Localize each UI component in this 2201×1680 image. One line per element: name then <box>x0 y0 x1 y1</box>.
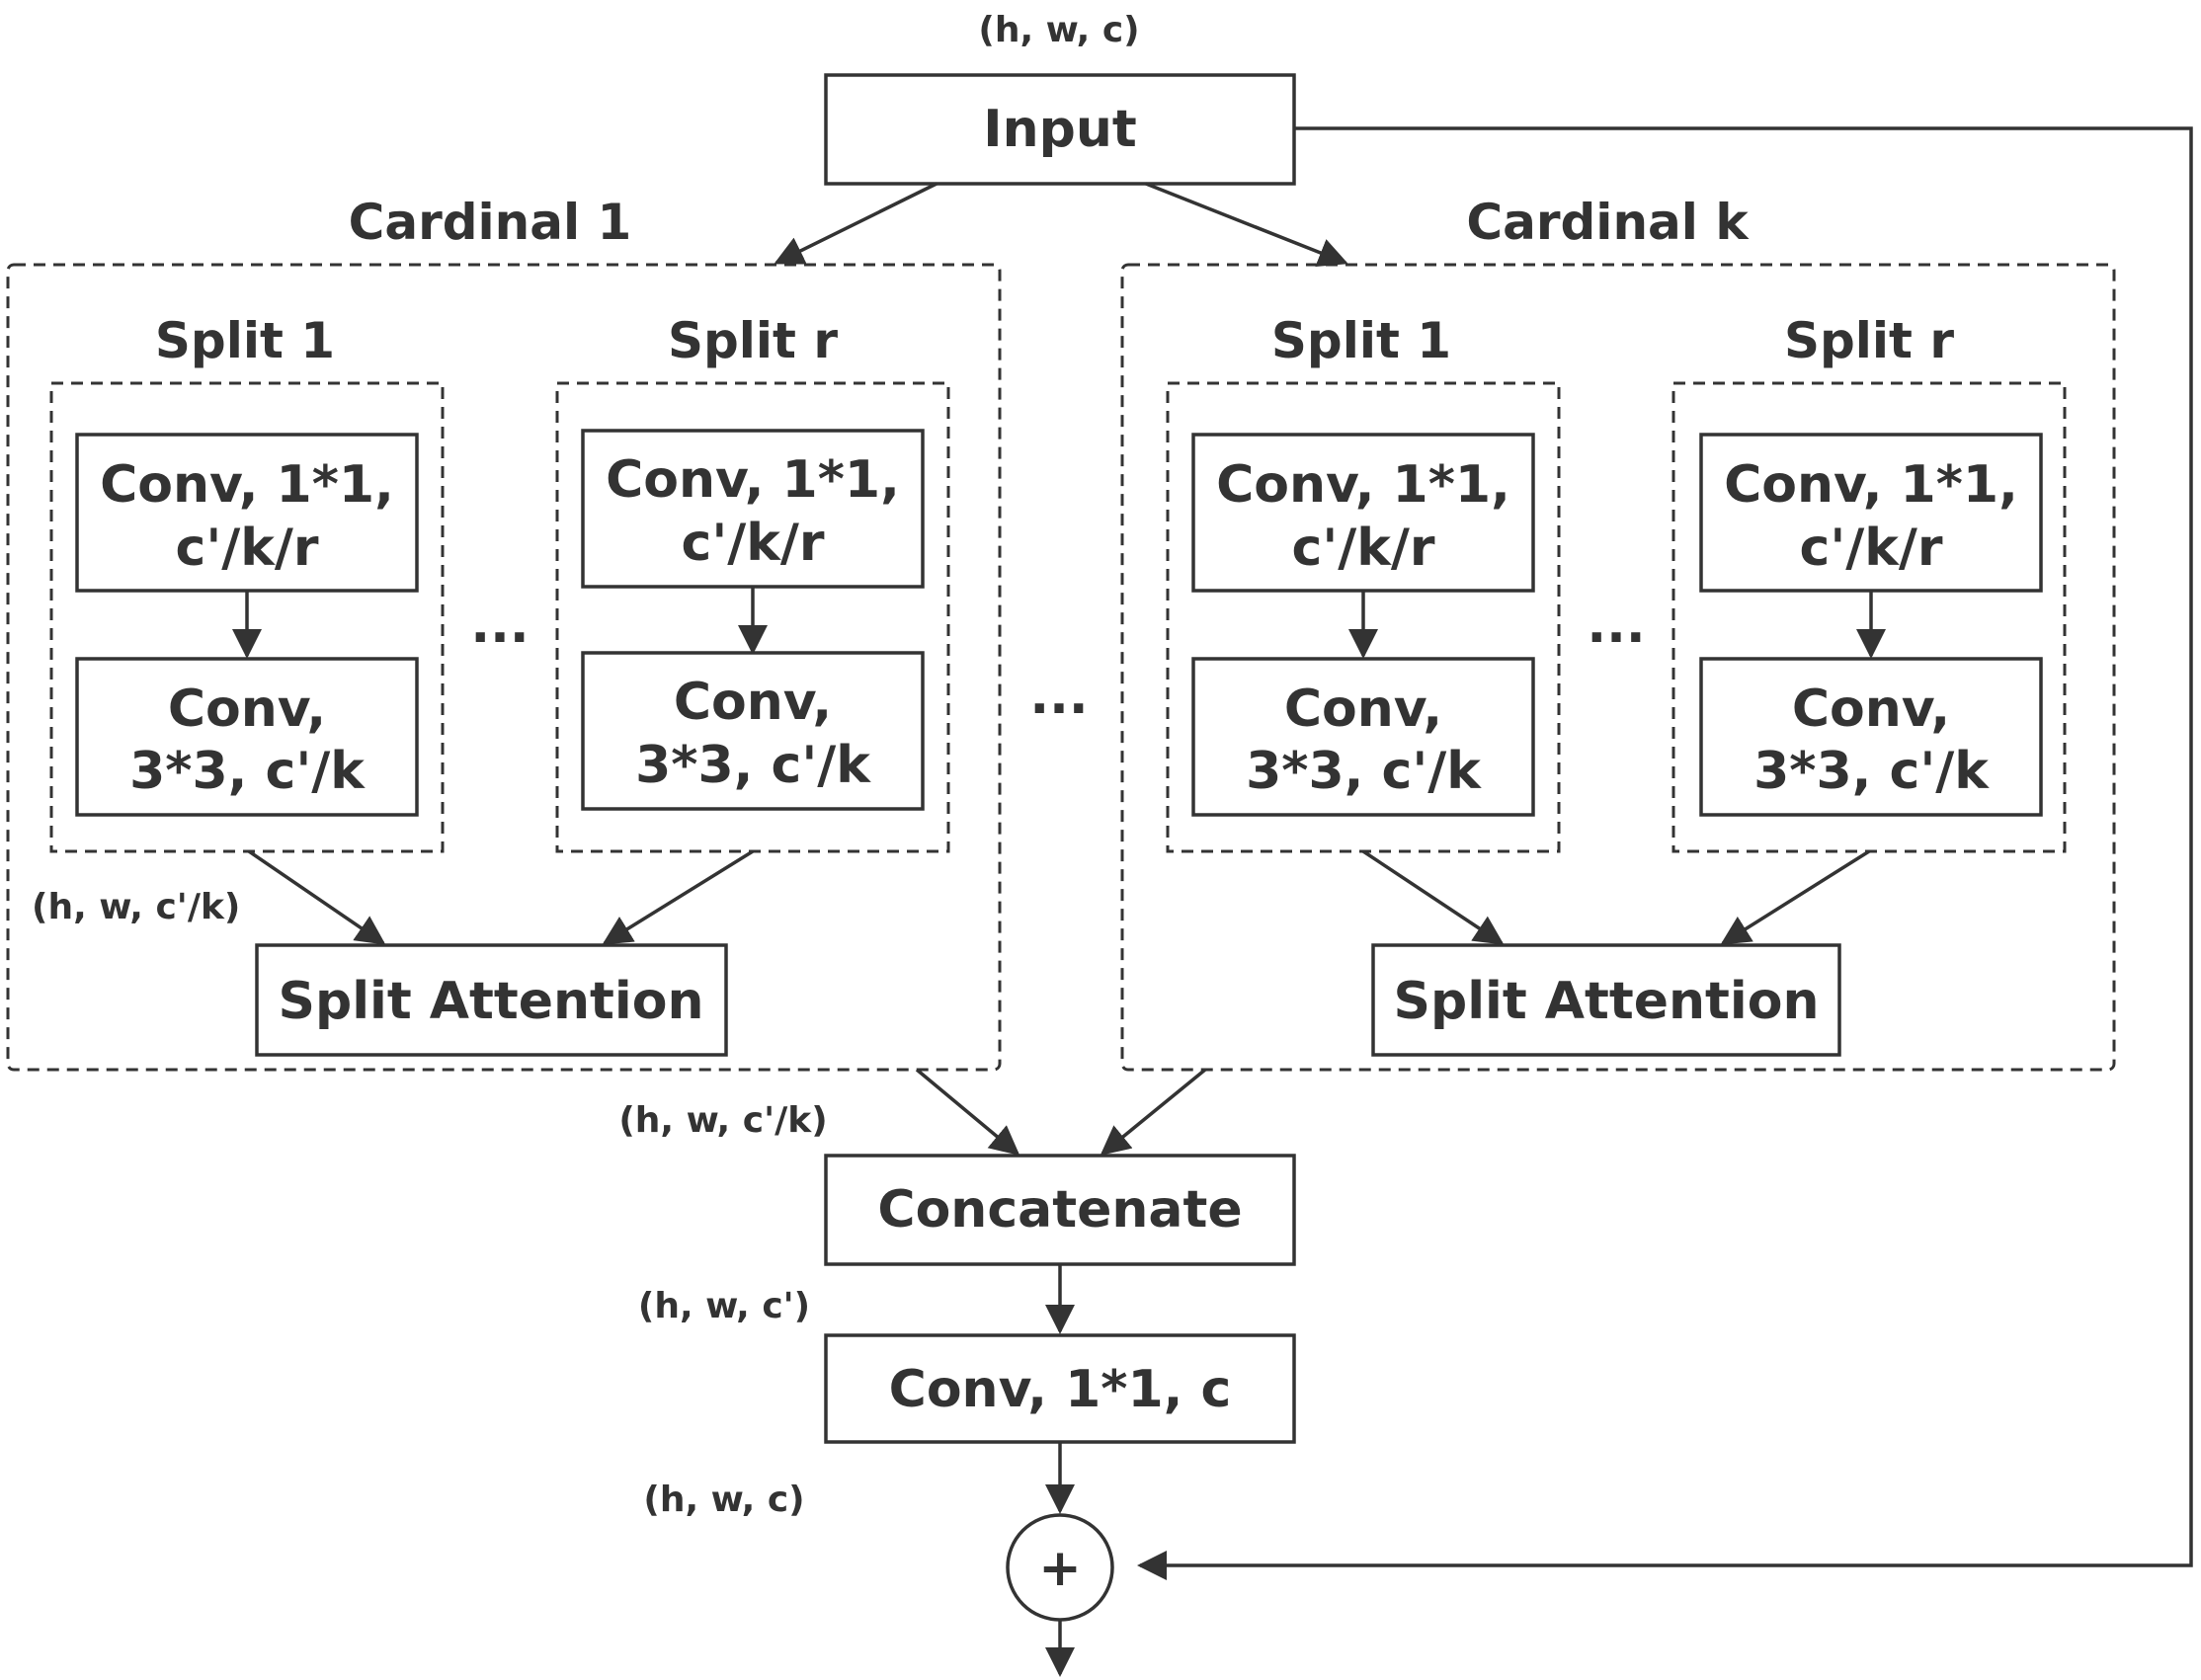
cardinal-k-split-1-conv1x1-line2: c'/k/r <box>1292 519 1435 578</box>
cardinal-1-split-r-conv3x3-line2: 3*3, c'/k <box>635 736 871 795</box>
cardinal-k-split-r-conv3x3-line2: 3*3, c'/k <box>1753 742 1990 801</box>
cardinal-k-split-r-conv1x1-line2: c'/k/r <box>1800 519 1943 578</box>
cardinal-1-split-1-conv3x3-line1: Conv, <box>168 680 326 739</box>
cardinal-k-split-r-title: Split r <box>1784 312 1954 369</box>
cardinal-1-split-r-title: Split r <box>668 312 838 369</box>
arrow-c1sr-to-attention <box>602 849 754 945</box>
cardinal-k-split-1-title: Split 1 <box>1271 312 1451 369</box>
cardinal-1-split-1-title: Split 1 <box>155 312 335 369</box>
concat-output-dim-label: (h, w, c') <box>638 1286 810 1326</box>
conv-output-dim-label: (h, w, c) <box>643 1480 804 1520</box>
arrow-cks1-to-attention <box>1362 849 1505 945</box>
cardinal-1-split-r-conv1x1-line2: c'/k/r <box>682 514 825 573</box>
residual-connection-line <box>1137 126 2193 1580</box>
cardinal-k-split-r-conv1x1-line1: Conv, 1*1, <box>1724 455 2018 515</box>
arrow-cardinal-k-to-concat <box>1100 1068 1207 1156</box>
cardinal-k-group <box>1120 263 2116 1072</box>
cardinal-1-split-r-conv3x3-box <box>581 651 925 811</box>
concatenate-label: Concatenate <box>877 1180 1242 1240</box>
cardinal-1-split-1-conv1x1-line2: c'/k/r <box>176 519 319 578</box>
cardinal-1-title: Cardinal 1 <box>349 194 632 251</box>
cardinal-k-split-attention-box <box>1371 943 1841 1057</box>
cardinal-k-split-r-conv3x3-line1: Conv, <box>1792 680 1950 739</box>
cardinals-ellipsis: ... <box>1029 667 1088 726</box>
cardinal-k-split-1-conv3x3-line2: 3*3, c'/k <box>1246 742 1482 801</box>
input-label: Input <box>983 100 1136 159</box>
input-box <box>824 73 1296 186</box>
cardinal-k-split-1-conv1x1-box <box>1191 433 1535 593</box>
cardinal-k-split-attention-label: Split Attention <box>1394 972 1820 1031</box>
cardinal-1-split-attention-label: Split Attention <box>279 972 704 1031</box>
cardinal-1-split-r-conv1x1-box <box>581 429 925 589</box>
sum-symbol: + <box>1038 1539 1082 1598</box>
final-conv-label: Conv, 1*1, c <box>889 1360 1232 1419</box>
split-output-dim-label: (h, w, c'/k) <box>32 887 240 927</box>
cardinal-1-split-1-conv3x3-box <box>75 657 419 817</box>
cardinal-1-split-attention-box <box>255 943 728 1057</box>
arrow-cardinal-1-to-concat <box>915 1068 1020 1156</box>
cardinal-1-group <box>6 263 1002 1072</box>
cardinal-k-split-1-conv3x3-box <box>1191 657 1535 817</box>
cardinal-k-title: Cardinal k <box>1466 194 1750 251</box>
arrow-input-to-cardinal-1 <box>774 182 937 265</box>
cardinal-output-dim-label: (h, w, c'/k) <box>618 1100 827 1141</box>
cardinal-k-split-r-conv3x3-box <box>1699 657 2043 817</box>
cardinal-1-split-1-conv3x3-line2: 3*3, c'/k <box>129 742 366 801</box>
cardinal-k-splits-ellipsis: ... <box>1587 596 1645 655</box>
cardinal-k-split-1-conv1x1-line1: Conv, 1*1, <box>1216 455 1510 515</box>
cardinal-k-split-1-conv3x3-line1: Conv, <box>1284 680 1442 739</box>
cardinal-1-splits-ellipsis: ... <box>470 596 529 655</box>
input-dim-label: (h, w, c) <box>978 10 1139 50</box>
final-conv-box <box>824 1333 1296 1444</box>
arrow-cksr-to-attention <box>1720 849 1870 945</box>
cardinal-1-split-r-conv3x3-line1: Conv, <box>674 673 832 732</box>
cardinal-1-split-1-group <box>49 381 445 853</box>
arrow-input-to-cardinal-k <box>1145 182 1348 268</box>
cardinal-1-split-1-conv1x1-box <box>75 433 419 593</box>
concatenate-box <box>824 1154 1296 1266</box>
arrow-c1s1-to-attention <box>248 849 386 945</box>
cardinal-1-split-1-conv1x1-line1: Conv, 1*1, <box>100 455 394 515</box>
cardinal-1-split-r-conv1x1-line1: Conv, 1*1, <box>606 450 900 510</box>
